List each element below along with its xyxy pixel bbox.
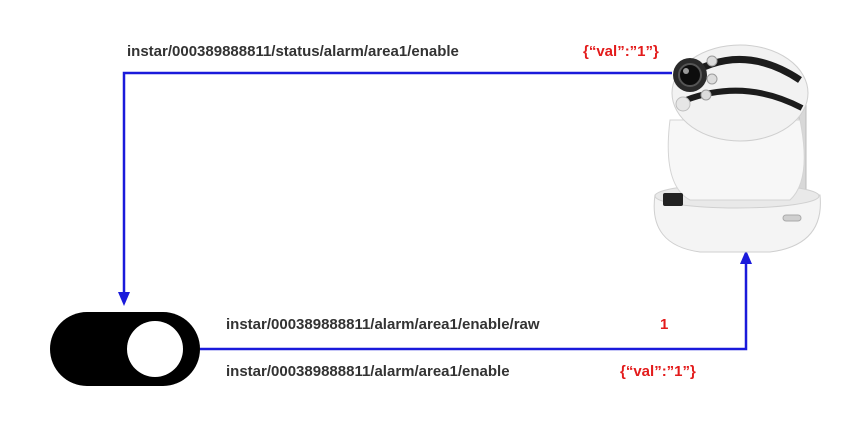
enable-payload-label: {“val”:”1”} <box>620 363 696 380</box>
enable-topic-label: instar/000389888811/alarm/area1/enable <box>226 363 510 380</box>
status-topic-label: instar/000389888811/status/alarm/area1/e… <box>127 43 459 60</box>
command-connector <box>200 260 748 351</box>
raw-payload-label: 1 <box>660 316 669 333</box>
toggle-switch-icon[interactable] <box>50 312 200 386</box>
ip-camera-icon <box>653 44 821 253</box>
status-connector <box>122 71 672 300</box>
command-arrowhead <box>740 250 752 264</box>
toggle-knob <box>127 321 183 377</box>
status-arrowhead <box>118 292 130 306</box>
raw-topic-label: instar/000389888811/alarm/area1/enable/r… <box>226 316 540 333</box>
status-payload-label: {“val”:”1”} <box>583 43 659 60</box>
